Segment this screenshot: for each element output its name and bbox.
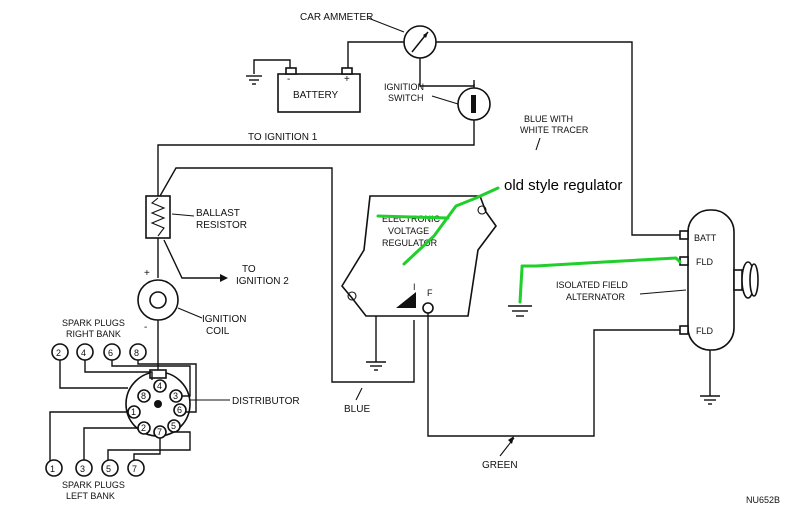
- spark-plug-right-2: 4: [76, 343, 94, 361]
- svg-text:7: 7: [132, 464, 137, 474]
- spark-plug-right-1: 2: [51, 343, 69, 361]
- svg-text:4: 4: [81, 348, 86, 358]
- annotation-green-wire: [518, 256, 682, 304]
- svg-text:5: 5: [106, 464, 111, 474]
- svg-text:3: 3: [173, 391, 178, 401]
- coil-label-1: IGNITION: [202, 314, 246, 325]
- regulator-label-1: ELECTRONIC: [382, 214, 441, 224]
- spark-plug-left-3: 5: [101, 459, 119, 477]
- svg-text:6: 6: [177, 405, 182, 415]
- coil-minus: -: [144, 322, 147, 333]
- ballast-label-1: BALLAST: [196, 208, 240, 219]
- ballast-resistor: [145, 195, 171, 239]
- alternator-label-1: ISOLATED FIELD: [556, 280, 628, 290]
- coil-plus: +: [144, 268, 150, 279]
- ground-icon: [366, 361, 386, 371]
- svg-text:6: 6: [108, 348, 113, 358]
- spark-right-label-1: SPARK PLUGS: [62, 318, 125, 328]
- regulator-terminal-f: [422, 302, 434, 314]
- ignition-switch: [457, 87, 491, 121]
- distributor-label: DISTRIBUTOR: [232, 396, 300, 407]
- batt-label: BATT: [694, 233, 717, 243]
- regulator-term-i-label: I: [413, 282, 416, 292]
- ground-icon: [700, 395, 720, 405]
- spark-left-label-2: LEFT BANK: [66, 491, 115, 501]
- ammeter: [403, 25, 437, 59]
- alternator-label-2: ALTERNATOR: [566, 292, 626, 302]
- spark-plug-left-2: 3: [75, 459, 93, 477]
- figure-code: NU652B: [746, 495, 780, 505]
- pulley-icon: [733, 261, 759, 299]
- distributor-terminals: 4 3 6 5 7 2 1 8: [127, 379, 187, 439]
- to-ignition-2-label-1: TO: [242, 264, 256, 275]
- voltage-regulator: [341, 195, 497, 317]
- battery-plus: +: [344, 74, 350, 85]
- spark-right-label-2: RIGHT BANK: [66, 329, 121, 339]
- regulator-term-f-label: F: [427, 288, 433, 298]
- spark-left-label-1: SPARK PLUGS: [62, 480, 125, 490]
- svg-text:7: 7: [157, 427, 162, 437]
- regulator-terminal-i: [396, 292, 416, 308]
- fld-top-label: FLD: [696, 257, 714, 267]
- regulator-label-3: REGULATOR: [382, 238, 438, 248]
- svg-text:8: 8: [141, 391, 146, 401]
- to-ignition-1-label: TO IGNITION 1: [248, 132, 318, 143]
- svg-text:1: 1: [50, 464, 55, 474]
- spark-plug-left-1: 1: [45, 459, 63, 477]
- ignition-switch-label-2: SWITCH: [388, 93, 424, 103]
- spark-plug-right-3: 6: [103, 343, 121, 361]
- blue-label: BLUE: [344, 404, 370, 415]
- spark-plug-left-4: 7: [127, 459, 145, 477]
- annotation-strike: [376, 186, 500, 266]
- car-ammeter-label: CAR AMMETER: [300, 12, 373, 23]
- svg-text:3: 3: [80, 464, 85, 474]
- blue-white-label-2: WHITE TRACER: [520, 125, 589, 135]
- green-label: GREEN: [482, 460, 518, 471]
- spark-plug-right-4: 8: [129, 343, 147, 361]
- battery: [277, 67, 361, 113]
- svg-text:8: 8: [134, 348, 139, 358]
- ground-icon: [508, 305, 532, 317]
- fld-bottom-label: FLD: [696, 326, 714, 336]
- svg-text:2: 2: [56, 348, 61, 358]
- svg-text:5: 5: [171, 421, 176, 431]
- ignition-switch-label-1: IGNITION: [384, 82, 424, 92]
- ignition-coil: [137, 279, 179, 321]
- ballast-label-2: RESISTOR: [196, 220, 247, 231]
- blue-white-label-1: BLUE WITH: [524, 114, 573, 124]
- coil-label-2: COIL: [206, 326, 230, 337]
- battery-label: BATTERY: [293, 90, 339, 101]
- ground-icon: [246, 75, 262, 85]
- to-ignition-2-label-2: IGNITION 2: [236, 276, 289, 287]
- regulator-label-2: VOLTAGE: [388, 226, 429, 236]
- annotation-text: old style regulator: [504, 177, 622, 194]
- battery-minus: -: [287, 74, 290, 85]
- svg-text:4: 4: [157, 381, 162, 391]
- svg-text:1: 1: [131, 407, 136, 417]
- svg-text:2: 2: [141, 423, 146, 433]
